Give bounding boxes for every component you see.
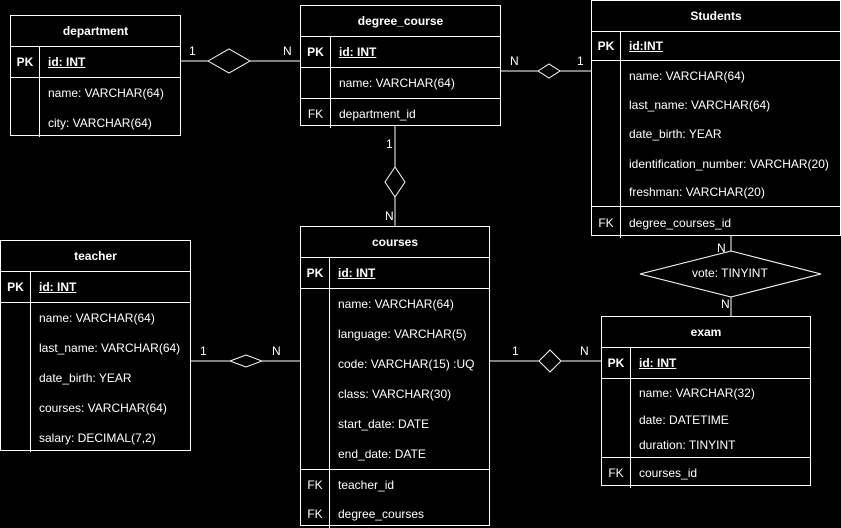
rel-diamond-degree-students [537,63,561,79]
pk-field: id:INT [629,39,663,53]
field: name: VARCHAR(64) [339,76,455,90]
field: last_name: VARCHAR(64) [39,341,181,355]
card-teacher-1: 1 [200,344,207,358]
card-courses-n: N [385,209,394,223]
card-degree-n: N [283,44,292,58]
entity-title: degree_course [301,6,500,37]
pk-field: id: INT [48,55,86,69]
pk-field: id: INT [39,280,77,294]
rel-diamond-students-exam [639,250,822,298]
fk-field: degree_courses [338,507,425,521]
field: code: VARCHAR(15) :UQ [338,357,475,371]
fk-label: FK [307,106,324,121]
field: date_birth: YEAR [39,371,132,385]
field: class: VARCHAR(30) [338,387,452,401]
card-degree-students-n: N [510,54,519,68]
card-students-exam-n-top: N [717,241,726,255]
fk-label: FK [307,478,323,492]
entity-teacher[interactable]: teacher PK id: INT name: VARCHAR(64) las… [0,240,191,452]
field: freshman: VARCHAR(20) [629,185,765,199]
rel-diamond-courses-exam [538,349,562,373]
entity-courses[interactable]: courses PK id: INT name: VARCHAR(64) lan… [300,226,490,528]
field: name: VARCHAR(64) [629,68,745,83]
entity-title: courses [301,227,489,258]
pk-label: PK [306,266,324,280]
entity-exam[interactable]: exam PK id: INT name: VARCHAR(32) date: … [601,316,811,488]
entity-title: exam [602,317,810,348]
field: salary: DECIMAL(7,2) [39,430,156,445]
field: date: DATETIME [639,412,729,427]
card-courses-exam-1: 1 [512,344,519,358]
card-degree-courses-1: 1 [386,137,393,151]
fk-field: degree_courses_id [629,215,732,230]
entity-degree-course[interactable]: degree_course PK id: INT name: VARCHAR(6… [300,5,501,128]
field: identification_number: VARCHAR(20) [629,156,829,171]
field: start_date: DATE [338,417,430,431]
entity-title: department [11,16,180,47]
rel-diamond-degree-courses [384,166,406,198]
entity-students[interactable]: Students PK id:INT name: VARCHAR(64) las… [591,0,841,238]
card-students-exam-n-bottom: N [721,297,730,311]
card-students-1: 1 [577,54,584,68]
field: name: VARCHAR(64) [39,311,155,325]
card-teacher-courses-n: N [272,344,281,358]
pk-label: PK [597,39,615,53]
fk-label: FK [608,466,624,480]
fk-label: FK [307,507,323,521]
pk-field: id: INT [639,356,677,370]
field: city: VARCHAR(64) [48,115,152,130]
field: name: VARCHAR(64) [338,297,454,311]
field: name: VARCHAR(64) [48,86,164,100]
pk-label: PK [307,45,324,59]
pk-label: PK [16,55,34,69]
rel-diamond-department-degree [206,48,252,74]
fk-field: department_id [339,106,416,121]
field: name: VARCHAR(32) [639,386,755,400]
entity-title: teacher [1,241,190,272]
relationship-attribute-vote: vote: TINYINT [692,266,768,280]
pk-field: id: INT [339,45,377,59]
field: courses: VARCHAR(64) [39,401,167,415]
field: end_date: DATE [338,447,426,461]
pk-label: PK [607,356,625,370]
field: language: VARCHAR(5) [338,327,467,341]
fk-label: FK [598,215,614,230]
card-exam-n: N [580,344,589,358]
fk-field: courses_id [639,466,698,480]
rel-diamond-teacher-courses [228,354,264,368]
pk-label: PK [7,280,24,294]
field: duration: TINYINT [639,437,736,452]
card-department-1: 1 [189,44,196,58]
field: last_name: VARCHAR(64) [629,97,771,112]
entity-title: Students [592,1,840,32]
field: date_birth: YEAR [629,127,722,141]
entity-department[interactable]: department PK id: INT name: VARCHAR(64) … [10,15,181,137]
fk-field: teacher_id [338,478,395,492]
pk-field: id: INT [338,266,376,280]
